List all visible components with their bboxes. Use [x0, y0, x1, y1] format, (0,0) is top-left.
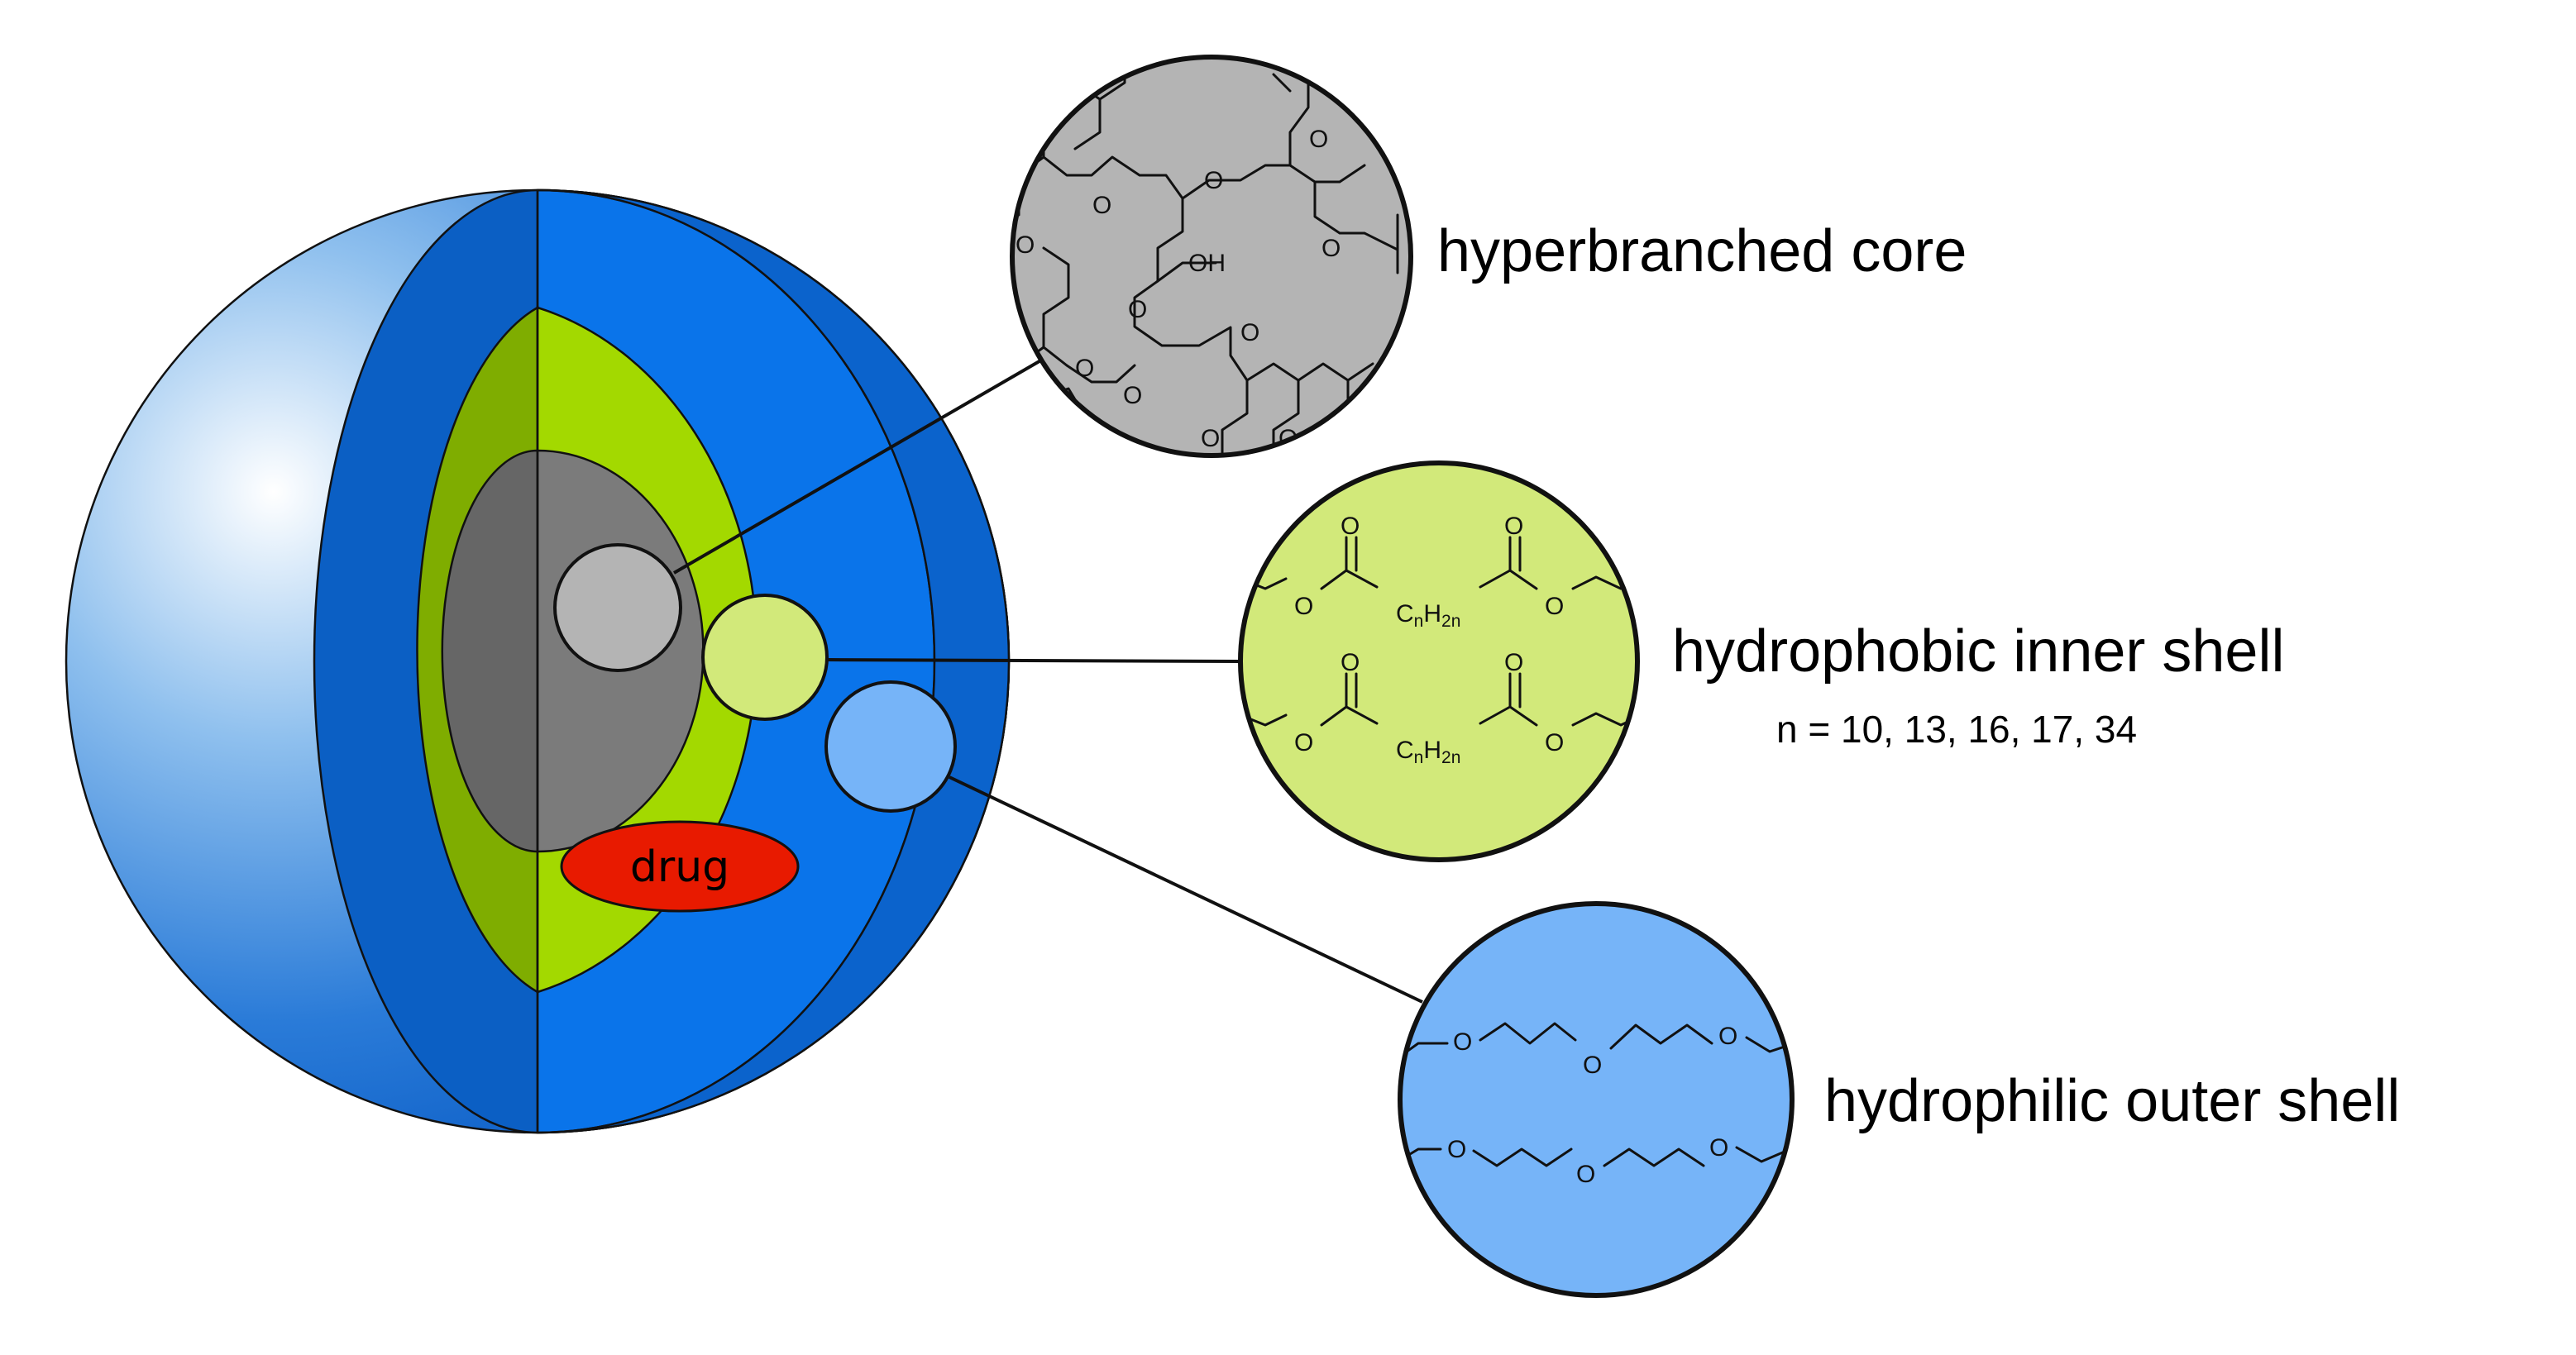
label-hydrophilic-outer-shell: hydrophilic outer shell	[1824, 1068, 2400, 1134]
oxygen-label: O	[1128, 296, 1147, 323]
core-left	[441, 449, 539, 853]
oxygen-label: O	[1545, 729, 1564, 756]
oxygen-label: O	[1016, 231, 1035, 259]
connector-inner-shell	[826, 658, 1241, 663]
inner-shell-highlight	[701, 594, 829, 721]
outer-shell-zoom-circle	[1400, 904, 1792, 1295]
inner-shell-structure: O O O O O O O O CnH2n CnH2n	[1240, 513, 1637, 767]
connector-core	[672, 357, 1045, 575]
outer-shell-zoom: O O O O O O	[1398, 901, 1795, 1298]
outer-shell-structure: O O O O O O	[1400, 1022, 1792, 1188]
oxygen-label: O	[1294, 729, 1313, 756]
formula-cnh2n: CnH2n	[1396, 600, 1460, 631]
formula-cnh2n: CnH2n	[1396, 737, 1460, 767]
core-zoom-border	[1010, 55, 1413, 458]
oxygen-label: O	[1709, 1134, 1728, 1162]
oxygen-label: O	[1341, 649, 1360, 676]
oxygen-label: O	[1204, 167, 1223, 194]
oxygen-label: O	[1309, 126, 1328, 153]
oxygen-label: O	[1583, 1052, 1602, 1079]
drug-blob	[560, 820, 800, 913]
core-structure: O O O O O O O O O O O OH	[1016, 57, 1411, 456]
outer-shell-zoom-border	[1398, 901, 1795, 1298]
oxygen-label: O	[1321, 235, 1341, 262]
oxygen-label: O	[1341, 513, 1360, 540]
oxygen-label: O	[1447, 1136, 1466, 1163]
outer-shell-highlight	[824, 680, 957, 813]
label-hydrophobic-inner-shell: hydrophobic inner shell	[1672, 618, 2284, 685]
label-inner-shell-n-values: n = 10, 13, 16, 17, 34	[1776, 708, 2137, 751]
oxygen-label: O	[1545, 593, 1564, 620]
oxygen-label: O	[1075, 355, 1094, 382]
inner-shell-zoom-border	[1238, 460, 1640, 862]
inner-shell-zoom: O O O O O O O O CnH2n CnH2n	[1238, 460, 1640, 862]
oxygen-label: O	[1576, 1161, 1595, 1188]
core-zoom: O O O O O O O O O O O OH	[1010, 55, 1413, 458]
oxygen-label: O	[1123, 382, 1142, 409]
hydroxyl-label: OH	[1188, 250, 1226, 277]
drug-label: drug	[630, 842, 729, 892]
oxygen-label: O	[1092, 192, 1111, 219]
inner-shell-zoom-circle	[1240, 463, 1637, 860]
oxygen-label: O	[1201, 425, 1220, 452]
connector-outer-shell	[949, 775, 1423, 1004]
oxygen-label: O	[1504, 649, 1523, 676]
oxygen-label: O	[1504, 513, 1523, 540]
oxygen-label: O	[1718, 1023, 1737, 1050]
nanocarrier-sphere: drug	[65, 188, 1011, 1134]
core-highlight	[553, 543, 682, 672]
oxygen-label: O	[1294, 593, 1313, 620]
label-hyperbranched-core: hyperbranched core	[1437, 218, 1967, 284]
oxygen-label: O	[1240, 319, 1259, 346]
connector-lines	[672, 357, 1423, 1004]
oxygen-label: O	[1453, 1028, 1472, 1056]
